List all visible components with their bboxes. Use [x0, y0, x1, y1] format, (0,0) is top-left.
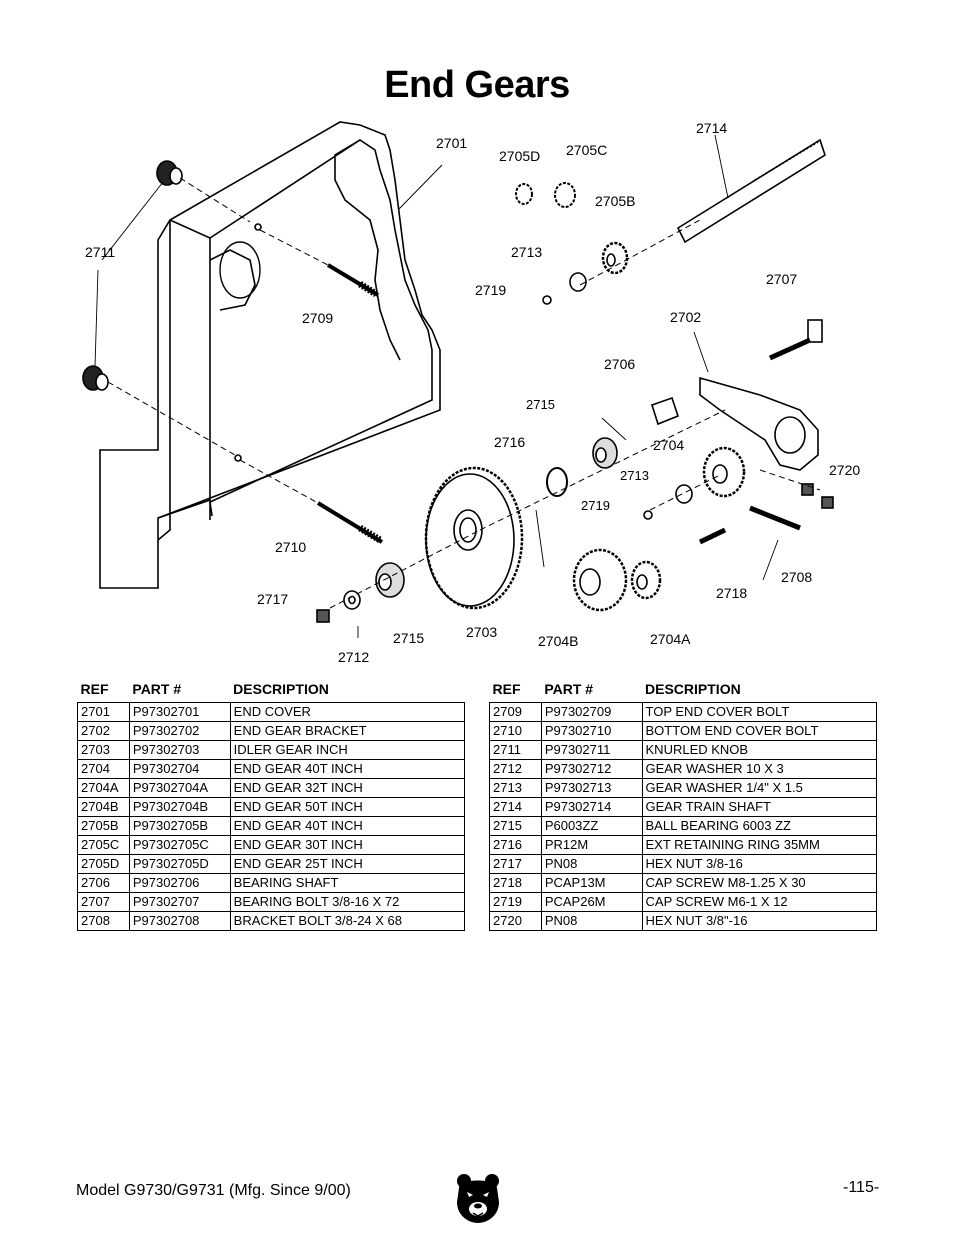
- exploded-parts-diagram: 2701 2705D 2705C 2714 2705B 2711 2713 27…: [82, 120, 860, 665]
- label-2704: 2704: [653, 437, 684, 453]
- label-2703: 2703: [466, 624, 497, 640]
- idler-gear: [424, 466, 524, 610]
- label-2715a: 2715: [526, 397, 555, 412]
- end-gear-2704a: [630, 560, 662, 600]
- label-2707: 2707: [766, 271, 797, 287]
- page-number: -115-: [843, 1179, 880, 1196]
- label-2714: 2714: [696, 120, 727, 136]
- end-cover: [99, 121, 441, 589]
- header-part: PART #: [544, 681, 594, 697]
- label-2712: 2712: [338, 649, 369, 665]
- label-2701: 2701: [436, 135, 467, 151]
- label-2704b: 2704B: [538, 633, 578, 649]
- label-2719b: 2719: [581, 498, 610, 513]
- ball-bearing-upper: [592, 437, 618, 469]
- header-part: PART #: [132, 681, 182, 697]
- header-description: DESCRIPTION: [645, 681, 741, 697]
- label-2708: 2708: [781, 569, 812, 585]
- label-2704a: 2704A: [650, 631, 691, 647]
- label-2705d: 2705D: [499, 148, 540, 164]
- header-ref: REF: [492, 681, 521, 697]
- label-2717: 2717: [257, 591, 288, 607]
- end-gear-2704: [702, 446, 746, 498]
- label-2716: 2716: [494, 434, 525, 450]
- label-2715b: 2715: [393, 630, 424, 646]
- knurled-knob-bottom: [82, 365, 109, 391]
- knurled-knob-top: [156, 160, 183, 186]
- label-2706: 2706: [604, 356, 635, 372]
- header-description: DESCRIPTION: [233, 681, 329, 697]
- label-2711: 2711: [85, 244, 115, 260]
- page-title: End Gears: [384, 64, 570, 106]
- label-2705c: 2705C: [566, 142, 607, 158]
- bear-head-logo-icon: [457, 1174, 499, 1223]
- label-2710: 2710: [275, 539, 306, 555]
- label-2720: 2720: [829, 462, 860, 478]
- label-2709: 2709: [302, 310, 333, 326]
- ball-bearing-lower: [375, 562, 405, 598]
- footer-model-text: Model G9730/G9731 (Mfg. Since 9/00): [76, 1182, 351, 1199]
- label-2713a: 2713: [511, 244, 542, 260]
- end-gear-2705b: [601, 241, 629, 275]
- label-2705b: 2705B: [595, 193, 635, 209]
- label-2713b: 2713: [620, 468, 649, 483]
- label-2718: 2718: [716, 585, 747, 601]
- label-2719a: 2719: [475, 282, 506, 298]
- end-gear-2704b: [572, 548, 628, 612]
- label-2702: 2702: [670, 309, 701, 325]
- header-ref: REF: [80, 681, 109, 697]
